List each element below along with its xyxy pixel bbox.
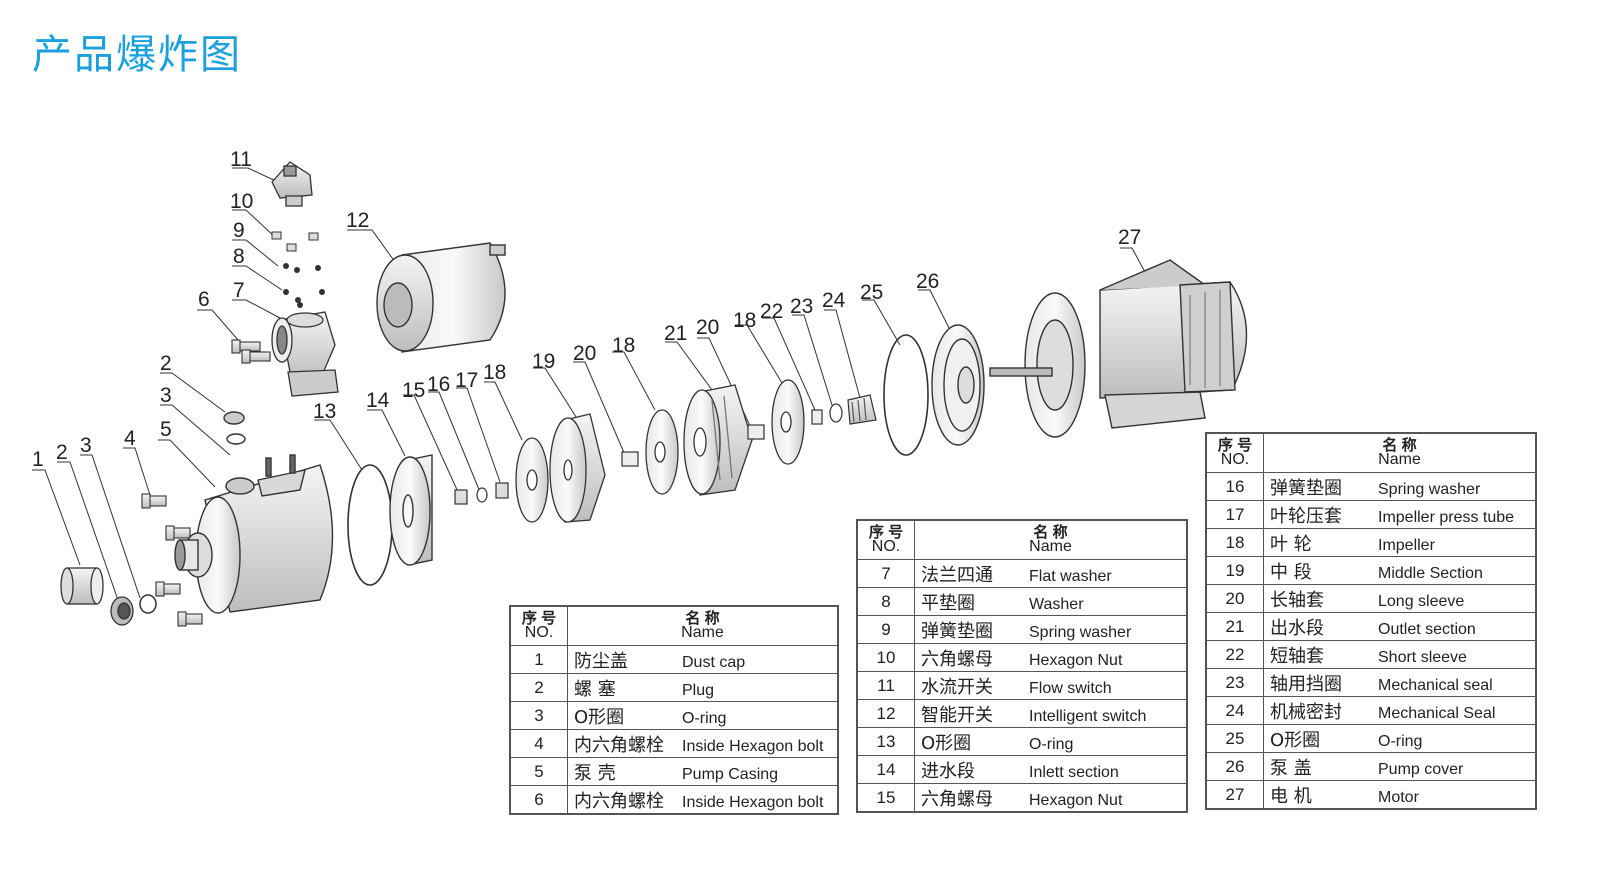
part-20-long-sleeve-2 bbox=[747, 424, 765, 440]
callout-26: 26 bbox=[916, 270, 939, 293]
callout-20: 20 bbox=[573, 342, 596, 365]
callout-24: 24 bbox=[822, 289, 846, 312]
callout-16: 16 bbox=[427, 373, 450, 396]
part-22-24-seal-parts bbox=[811, 394, 877, 425]
callout-8: 8 bbox=[233, 245, 245, 268]
callout-5: 5 bbox=[160, 418, 172, 441]
callout-25: 25 bbox=[860, 281, 883, 304]
callout-17: 17 bbox=[455, 369, 478, 392]
callout-12: 12 bbox=[346, 209, 369, 232]
part-25-o-ring bbox=[883, 334, 929, 456]
callout-23: 23 bbox=[790, 295, 813, 318]
part-6-bolts bbox=[231, 339, 271, 364]
callout-11: 11 bbox=[230, 148, 252, 171]
part-8-10-washers-nuts bbox=[271, 231, 325, 308]
part-14-inlet-section bbox=[389, 454, 433, 566]
part-11-flow-switch bbox=[271, 161, 313, 207]
part-12-intelligent-switch bbox=[376, 242, 506, 353]
part-1-dust-cap bbox=[60, 567, 104, 605]
callout-3: 3 bbox=[80, 434, 92, 457]
callout-20b: 20 bbox=[696, 316, 719, 339]
part-4-bolts bbox=[141, 493, 203, 627]
callout-18: 18 bbox=[483, 361, 506, 384]
page-title: 产品爆炸图 bbox=[32, 32, 242, 78]
part-21-outlet-section bbox=[683, 384, 753, 496]
part-7-flange-tee bbox=[271, 311, 339, 397]
callout-labels: 1 2 3 4 5 2 3 6 7 8 9 10 11 12 13 14 15 … bbox=[32, 148, 1141, 471]
part-2-plug bbox=[110, 596, 134, 626]
part-19-middle-section bbox=[549, 413, 606, 523]
part-3-o-ring bbox=[139, 594, 157, 614]
callout-22: 22 bbox=[760, 300, 783, 323]
callout-14: 14 bbox=[366, 389, 390, 412]
part-18-impeller-3 bbox=[771, 379, 805, 465]
part-13-o-ring bbox=[347, 464, 393, 586]
callout-10: 10 bbox=[230, 190, 253, 213]
callout-19: 19 bbox=[532, 350, 555, 373]
callout-3b: 3 bbox=[160, 384, 172, 407]
callout-4: 4 bbox=[124, 427, 136, 450]
part-27-motor bbox=[989, 259, 1248, 438]
leader-lines bbox=[32, 167, 1153, 601]
callout-18b: 18 bbox=[612, 334, 635, 357]
part-18-impeller bbox=[515, 437, 549, 523]
part-5-pump-casing bbox=[174, 411, 334, 614]
callout-2b: 2 bbox=[160, 352, 172, 375]
callout-9: 9 bbox=[233, 219, 245, 242]
callout-7: 7 bbox=[233, 279, 245, 302]
callout-15: 15 bbox=[402, 379, 425, 402]
callout-2: 2 bbox=[56, 441, 68, 464]
callout-27: 27 bbox=[1118, 226, 1141, 249]
callout-21: 21 bbox=[664, 322, 687, 345]
callout-18c: 18 bbox=[733, 309, 756, 332]
part-15-17-nut-washer-tube bbox=[454, 482, 509, 505]
part-26-pump-cover bbox=[931, 324, 985, 446]
part-20-long-sleeve bbox=[621, 451, 639, 467]
callout-1: 1 bbox=[32, 448, 44, 471]
callout-13: 13 bbox=[313, 400, 336, 423]
part-18-impeller-2 bbox=[645, 409, 679, 495]
callout-6: 6 bbox=[198, 288, 210, 311]
